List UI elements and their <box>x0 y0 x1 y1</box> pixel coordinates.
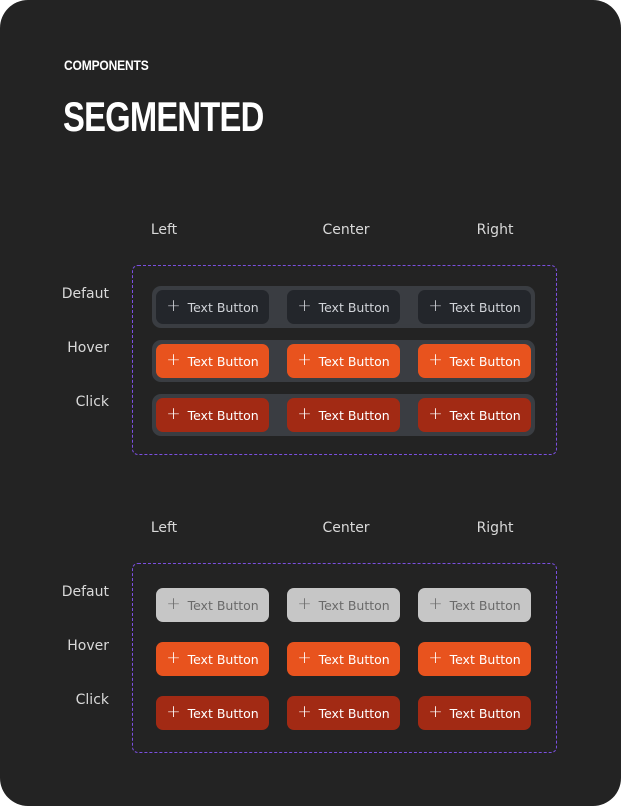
button-center-default[interactable]: + Text Button <box>287 588 400 622</box>
column-header-left: Left <box>150 520 178 536</box>
row-label-hover: Hover <box>67 638 109 654</box>
button-label: Text Button <box>449 651 521 667</box>
button-label: Text Button <box>187 651 259 667</box>
button-label: Text Button <box>449 299 521 315</box>
plus-icon: + <box>428 647 443 668</box>
column-header-right: Right <box>476 520 514 536</box>
segment-right-default[interactable]: + Text Button <box>418 290 531 324</box>
column-header-center: Center <box>322 520 370 536</box>
button-label: Text Button <box>187 353 259 369</box>
button-center-hover[interactable]: + Text Button <box>287 642 400 676</box>
button-label: Text Button <box>318 407 390 423</box>
button-label: Text Button <box>187 407 259 423</box>
plus-icon: + <box>428 403 443 424</box>
segment-left-default[interactable]: + Text Button <box>156 290 269 324</box>
button-label: Text Button <box>318 353 390 369</box>
button-center-click[interactable]: + Text Button <box>287 696 400 730</box>
button-label: Text Button <box>449 407 521 423</box>
row-label-default: Defaut <box>61 584 109 600</box>
segment-center-click[interactable]: + Text Button <box>287 398 400 432</box>
button-label: Text Button <box>318 299 390 315</box>
button-label: Text Button <box>318 705 390 721</box>
row-label-default: Defaut <box>61 286 109 302</box>
row-label-click: Click <box>75 692 109 708</box>
column-header-right: Right <box>476 222 514 238</box>
button-label: Text Button <box>187 705 259 721</box>
section-eyebrow: COMPONENTS <box>64 57 149 73</box>
button-left-click[interactable]: + Text Button <box>156 696 269 730</box>
segment-center-default[interactable]: + Text Button <box>287 290 400 324</box>
plus-icon: + <box>297 295 312 316</box>
plus-icon: + <box>297 593 312 614</box>
button-label: Text Button <box>318 651 390 667</box>
plus-icon: + <box>428 295 443 316</box>
button-right-hover[interactable]: + Text Button <box>418 642 531 676</box>
plus-icon: + <box>297 403 312 424</box>
button-left-hover[interactable]: + Text Button <box>156 642 269 676</box>
segment-center-hover[interactable]: + Text Button <box>287 344 400 378</box>
button-right-click[interactable]: + Text Button <box>418 696 531 730</box>
button-label: Text Button <box>187 597 259 613</box>
column-header-center: Center <box>322 222 370 238</box>
plus-icon: + <box>428 349 443 370</box>
plus-icon: + <box>297 701 312 722</box>
row-label-hover: Hover <box>67 340 109 356</box>
page-title: SEGMENTED <box>63 93 264 140</box>
plus-icon: + <box>166 403 181 424</box>
plus-icon: + <box>166 349 181 370</box>
plus-icon: + <box>428 701 443 722</box>
segment-left-click[interactable]: + Text Button <box>156 398 269 432</box>
button-label: Text Button <box>318 597 390 613</box>
button-left-default[interactable]: + Text Button <box>156 588 269 622</box>
button-right-default[interactable]: + Text Button <box>418 588 531 622</box>
plus-icon: + <box>166 295 181 316</box>
column-header-left: Left <box>150 222 178 238</box>
plus-icon: + <box>166 593 181 614</box>
button-label: Text Button <box>449 353 521 369</box>
row-label-click: Click <box>75 394 109 410</box>
plus-icon: + <box>297 349 312 370</box>
plus-icon: + <box>428 593 443 614</box>
plus-icon: + <box>297 647 312 668</box>
plus-icon: + <box>166 701 181 722</box>
button-label: Text Button <box>449 597 521 613</box>
button-label: Text Button <box>187 299 259 315</box>
segment-right-click[interactable]: + Text Button <box>418 398 531 432</box>
button-label: Text Button <box>449 705 521 721</box>
segment-right-hover[interactable]: + Text Button <box>418 344 531 378</box>
segment-left-hover[interactable]: + Text Button <box>156 344 269 378</box>
button-variants-frame <box>132 563 557 753</box>
plus-icon: + <box>166 647 181 668</box>
segmented-variants-frame <box>132 265 557 455</box>
